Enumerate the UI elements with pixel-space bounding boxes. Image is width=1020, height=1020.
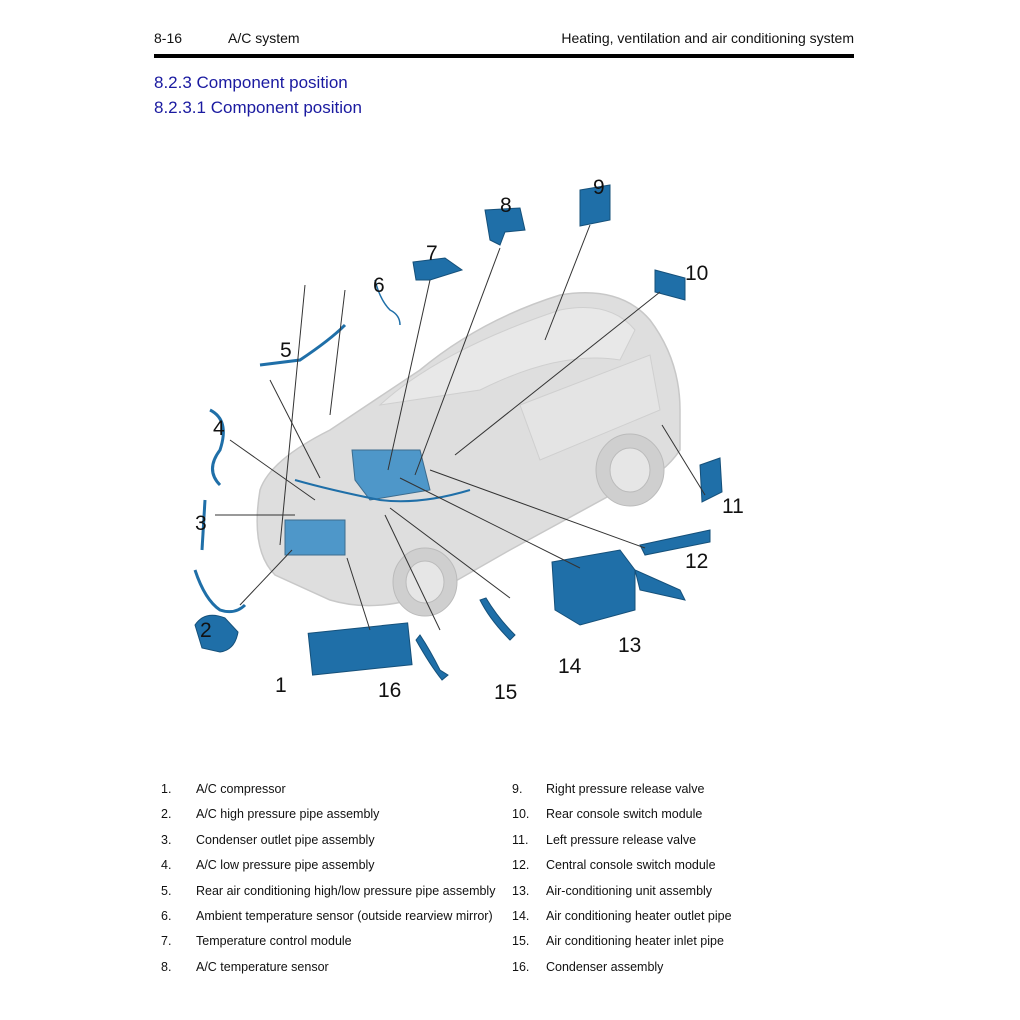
callout-13: 13 [618, 634, 641, 657]
heater-inlet-pipe-shape [415, 634, 449, 681]
pipes [193, 279, 471, 614]
callout-10: 10 [685, 262, 708, 285]
rear-console-shape [654, 269, 686, 301]
legend-number: 9. [512, 782, 523, 796]
legend-number: 15. [512, 934, 530, 949]
condenser-in-car-shape [284, 519, 346, 556]
section-title: Heating, ventilation and air conditionin… [561, 30, 854, 46]
legend-label: A/C low pressure pipe assembly [196, 858, 375, 873]
legend-label: Rear air conditioning high/low pressure … [196, 883, 496, 898]
ac-unit-shape [551, 549, 636, 626]
callout-14: 14 [558, 655, 582, 678]
legend-number: 6. [161, 908, 172, 923]
components [194, 184, 723, 681]
callout-11: 11 [722, 495, 744, 518]
legend-label: Left pressure release valve [546, 832, 697, 847]
callout-16: 16 [378, 679, 401, 702]
legend-label: Air conditioning heater outlet pipe [546, 908, 732, 923]
callout-5: 5 [280, 339, 292, 362]
legend-number: 2. [161, 807, 172, 822]
callout-15: 15 [494, 681, 517, 704]
legend-label: Condenser assembly [546, 959, 664, 974]
callout-numbers: 1 2 3 4 5 6 7 8 9 10 11 12 13 14 15 16 [195, 176, 744, 704]
ac-temp-sensor-shape [484, 207, 526, 246]
legend-label: A/C compressor [196, 782, 286, 796]
legend-number: 3. [161, 832, 172, 847]
legend-number: 12. [512, 858, 530, 873]
page-header: 8-16 A/C system Heating, ventilation and… [154, 30, 854, 50]
callout-3: 3 [195, 512, 207, 535]
callout-7: 7 [426, 242, 438, 265]
legend-number: 5. [161, 883, 172, 898]
condenser-shape [307, 622, 413, 676]
legend-label: A/C high pressure pipe assembly [196, 807, 380, 822]
temp-control-module-shape [412, 257, 464, 281]
right-valve-shape [579, 184, 611, 227]
subheading-component-position: 8.2.3.1 Component position [154, 98, 362, 117]
central-console-shape [639, 529, 711, 556]
chapter-title: A/C system [228, 30, 300, 46]
compressor-shape [194, 614, 239, 653]
legend-label: Right pressure release valve [546, 782, 705, 796]
legend-number: 4. [161, 858, 172, 873]
legend-label: Air-conditioning unit assembly [546, 883, 713, 898]
legend-number: 13. [512, 883, 530, 898]
legend-number: 7. [161, 934, 172, 949]
hvac-in-car-shape [351, 449, 431, 501]
legend-label: Temperature control module [196, 934, 352, 949]
callout-1: 1 [275, 674, 287, 697]
callout-6: 6 [373, 274, 385, 297]
legend-number: 8. [161, 959, 172, 974]
callout-8: 8 [500, 194, 512, 217]
legend-label: Condenser outlet pipe assembly [196, 832, 375, 847]
callout-4: 4 [213, 417, 225, 440]
legend-number: 14. [512, 908, 530, 923]
callout-2: 2 [200, 619, 212, 642]
legend-number: 16. [512, 959, 530, 974]
heater-outlet-pipe-shape [479, 597, 516, 641]
legend-label: Ambient temperature sensor (outside rear… [196, 908, 493, 923]
callout-9: 9 [593, 176, 605, 199]
legend-number: 10. [512, 807, 530, 822]
legend-number: 11. [512, 832, 529, 847]
callout-12: 12 [685, 550, 708, 573]
legend-label: Air conditioning heater inlet pipe [546, 934, 724, 949]
legend-label: A/C temperature sensor [196, 959, 329, 974]
legend-number: 1. [161, 782, 172, 796]
legend-label: Central console switch module [546, 858, 716, 873]
left-valve-shape [699, 457, 723, 503]
page-number: 8-16 [154, 30, 183, 46]
heading-component-position: 8.2.3 Component position [154, 73, 348, 92]
legend-label: Rear console switch module [546, 807, 703, 822]
component-diagram: 1 2 3 4 5 6 7 8 9 10 11 12 13 14 15 16 [180, 170, 780, 710]
leader-lines [215, 224, 706, 631]
header-rule [154, 54, 854, 58]
